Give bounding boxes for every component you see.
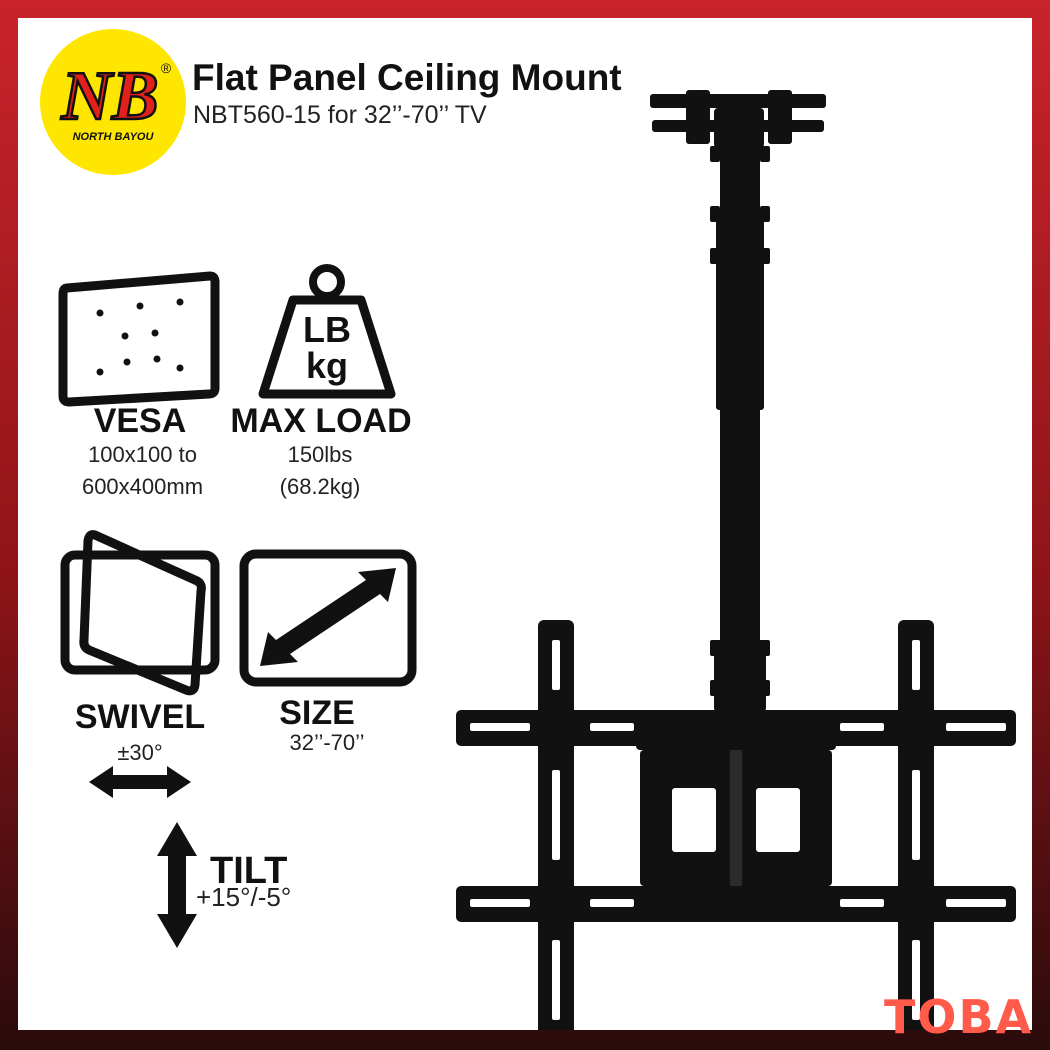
max-load-label: MAX LOAD — [230, 402, 412, 440]
toba-watermark: TOBA — [884, 990, 1034, 1044]
product-title: Flat Panel Ceiling Mount — [192, 57, 622, 98]
swivel-icon — [60, 530, 220, 696]
diagonal-size-icon — [239, 549, 417, 687]
product-subtitle: NBT560-15 for 32’’-70’’ TV — [193, 101, 487, 129]
size-label: SIZE — [279, 694, 355, 732]
weight-text-top: LB — [303, 309, 351, 350]
tilt-label: TILT — [210, 850, 288, 892]
tilt-arrow-icon — [157, 822, 197, 948]
product-panel — [18, 18, 1032, 1030]
tilt-detail: +15°/-5° — [196, 882, 292, 912]
max-load-detail-line2: (68.2kg) — [279, 474, 361, 499]
logo-registered: ® — [161, 60, 172, 76]
logo-brand: NORTH BAYOU — [73, 131, 155, 143]
vesa-detail-line1: 100x100 to — [88, 442, 197, 467]
swivel-detail: ±30° — [117, 740, 163, 765]
swivel-label: SWIVEL — [74, 698, 206, 736]
vesa-pattern-icon — [58, 271, 220, 407]
ceiling-mount-image — [456, 90, 1016, 1030]
weight-text-bottom: kg — [306, 345, 348, 386]
weight-icon: LB kg — [258, 264, 396, 399]
logo-letters: NB — [60, 58, 158, 135]
max-load-detail-line1: 150lbs — [287, 442, 353, 467]
vesa-label: VESA — [93, 402, 187, 440]
size-detail: 32’’-70’’ — [289, 730, 365, 755]
vesa-detail-line2: 600x400mm — [81, 474, 204, 499]
north-bayou-logo: NB ® NORTH BAYOU — [40, 29, 186, 175]
swivel-arrow-icon — [89, 766, 191, 798]
